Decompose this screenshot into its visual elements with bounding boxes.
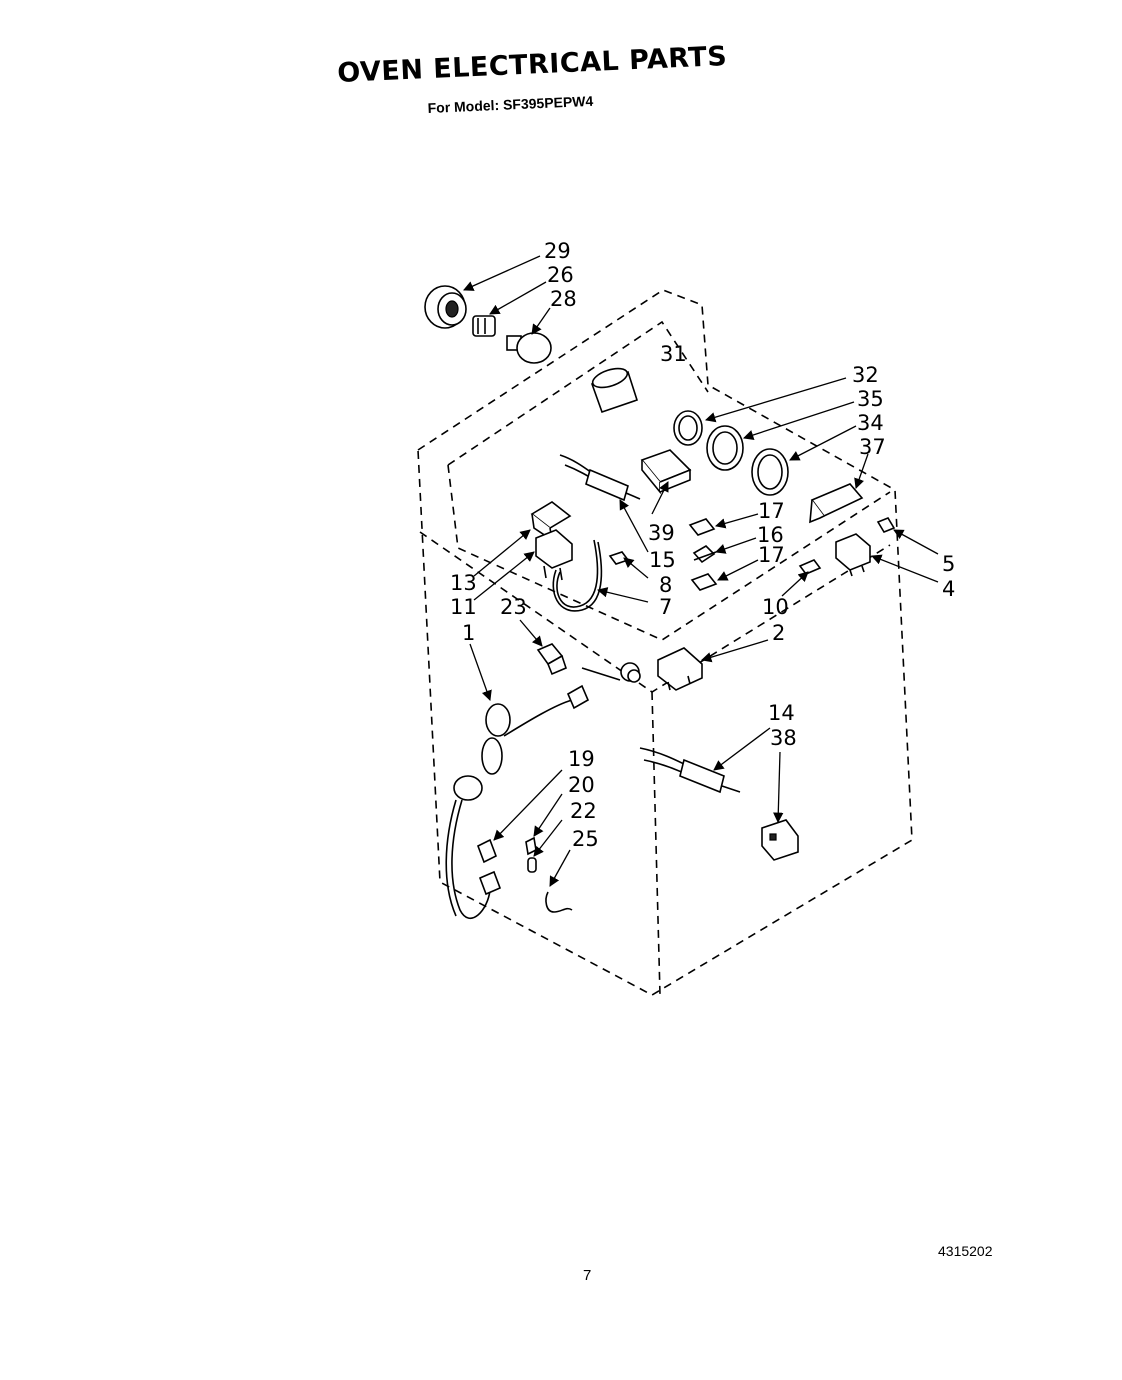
callout-17a: 17 (758, 499, 785, 523)
callout-14: 14 (768, 701, 795, 725)
callout-23: 23 (500, 595, 527, 619)
relay-4 (835, 533, 871, 577)
light-bulb (506, 332, 552, 364)
callout-28: 28 (550, 287, 577, 311)
callout-10: 10 (762, 595, 789, 619)
callout-4: 4 (942, 577, 955, 601)
callout-11: 11 (450, 595, 477, 619)
leader-lines (463, 255, 939, 887)
switch-11 (535, 529, 573, 581)
callout-1: 1 (462, 621, 475, 645)
lamp-receptacle-housing (424, 285, 467, 329)
callout-15: 15 (649, 548, 676, 572)
callout-38: 38 (770, 726, 797, 750)
callout-37: 37 (859, 435, 886, 459)
mounting-plate (809, 483, 864, 524)
callout-16: 16 (757, 523, 784, 547)
ring-32 (673, 410, 703, 446)
thermal-fuse-16 (692, 544, 717, 564)
screw-20 (525, 836, 537, 856)
callout-25: 25 (572, 827, 599, 851)
callout-5: 5 (942, 552, 955, 576)
power-cord-1 (445, 684, 590, 919)
terminal-block (640, 449, 692, 495)
callout-39: 39 (648, 521, 675, 545)
wire-harness-7 (552, 539, 603, 612)
callout-2: 2 (772, 621, 785, 645)
insulator-pad-17b (690, 573, 718, 591)
clip-8 (608, 551, 630, 565)
callout-labels: 29 26 28 31 32 35 34 37 17 16 17 5 4 39 … (450, 239, 955, 851)
callout-35: 35 (857, 387, 884, 411)
cylinder-part (590, 367, 639, 414)
terminal-19 (476, 838, 498, 864)
cable-clamp-23 (536, 643, 567, 676)
callout-8: 8 (659, 573, 672, 597)
insulator-pad-17a (688, 518, 716, 536)
cabinet-outline (417, 289, 913, 996)
terminal-5 (876, 517, 896, 533)
callout-29: 29 (544, 239, 571, 263)
wire-25 (545, 891, 573, 913)
thermostat-2 (581, 647, 703, 691)
oven-sensor-14 (639, 747, 741, 794)
callout-22: 22 (570, 799, 597, 823)
callout-34: 34 (857, 411, 884, 435)
callout-31: 31 (660, 342, 687, 366)
lamp-socket (472, 315, 496, 337)
bracket-38 (761, 819, 799, 861)
connector-22 (527, 857, 537, 873)
callout-26: 26 (547, 263, 574, 287)
ring-35 (706, 425, 744, 471)
callout-17b: 17 (758, 543, 785, 567)
callout-32: 32 (852, 363, 879, 387)
callout-20: 20 (568, 773, 595, 797)
callout-13: 13 (450, 571, 477, 595)
ring-34 (751, 448, 789, 496)
callout-7: 7 (659, 595, 672, 619)
switch-10 (798, 559, 822, 575)
page-number: 7 (583, 1267, 592, 1284)
oven-sensor-15 (559, 454, 641, 502)
callout-19: 19 (568, 747, 595, 771)
document-number: 4315202 (938, 1243, 993, 1259)
